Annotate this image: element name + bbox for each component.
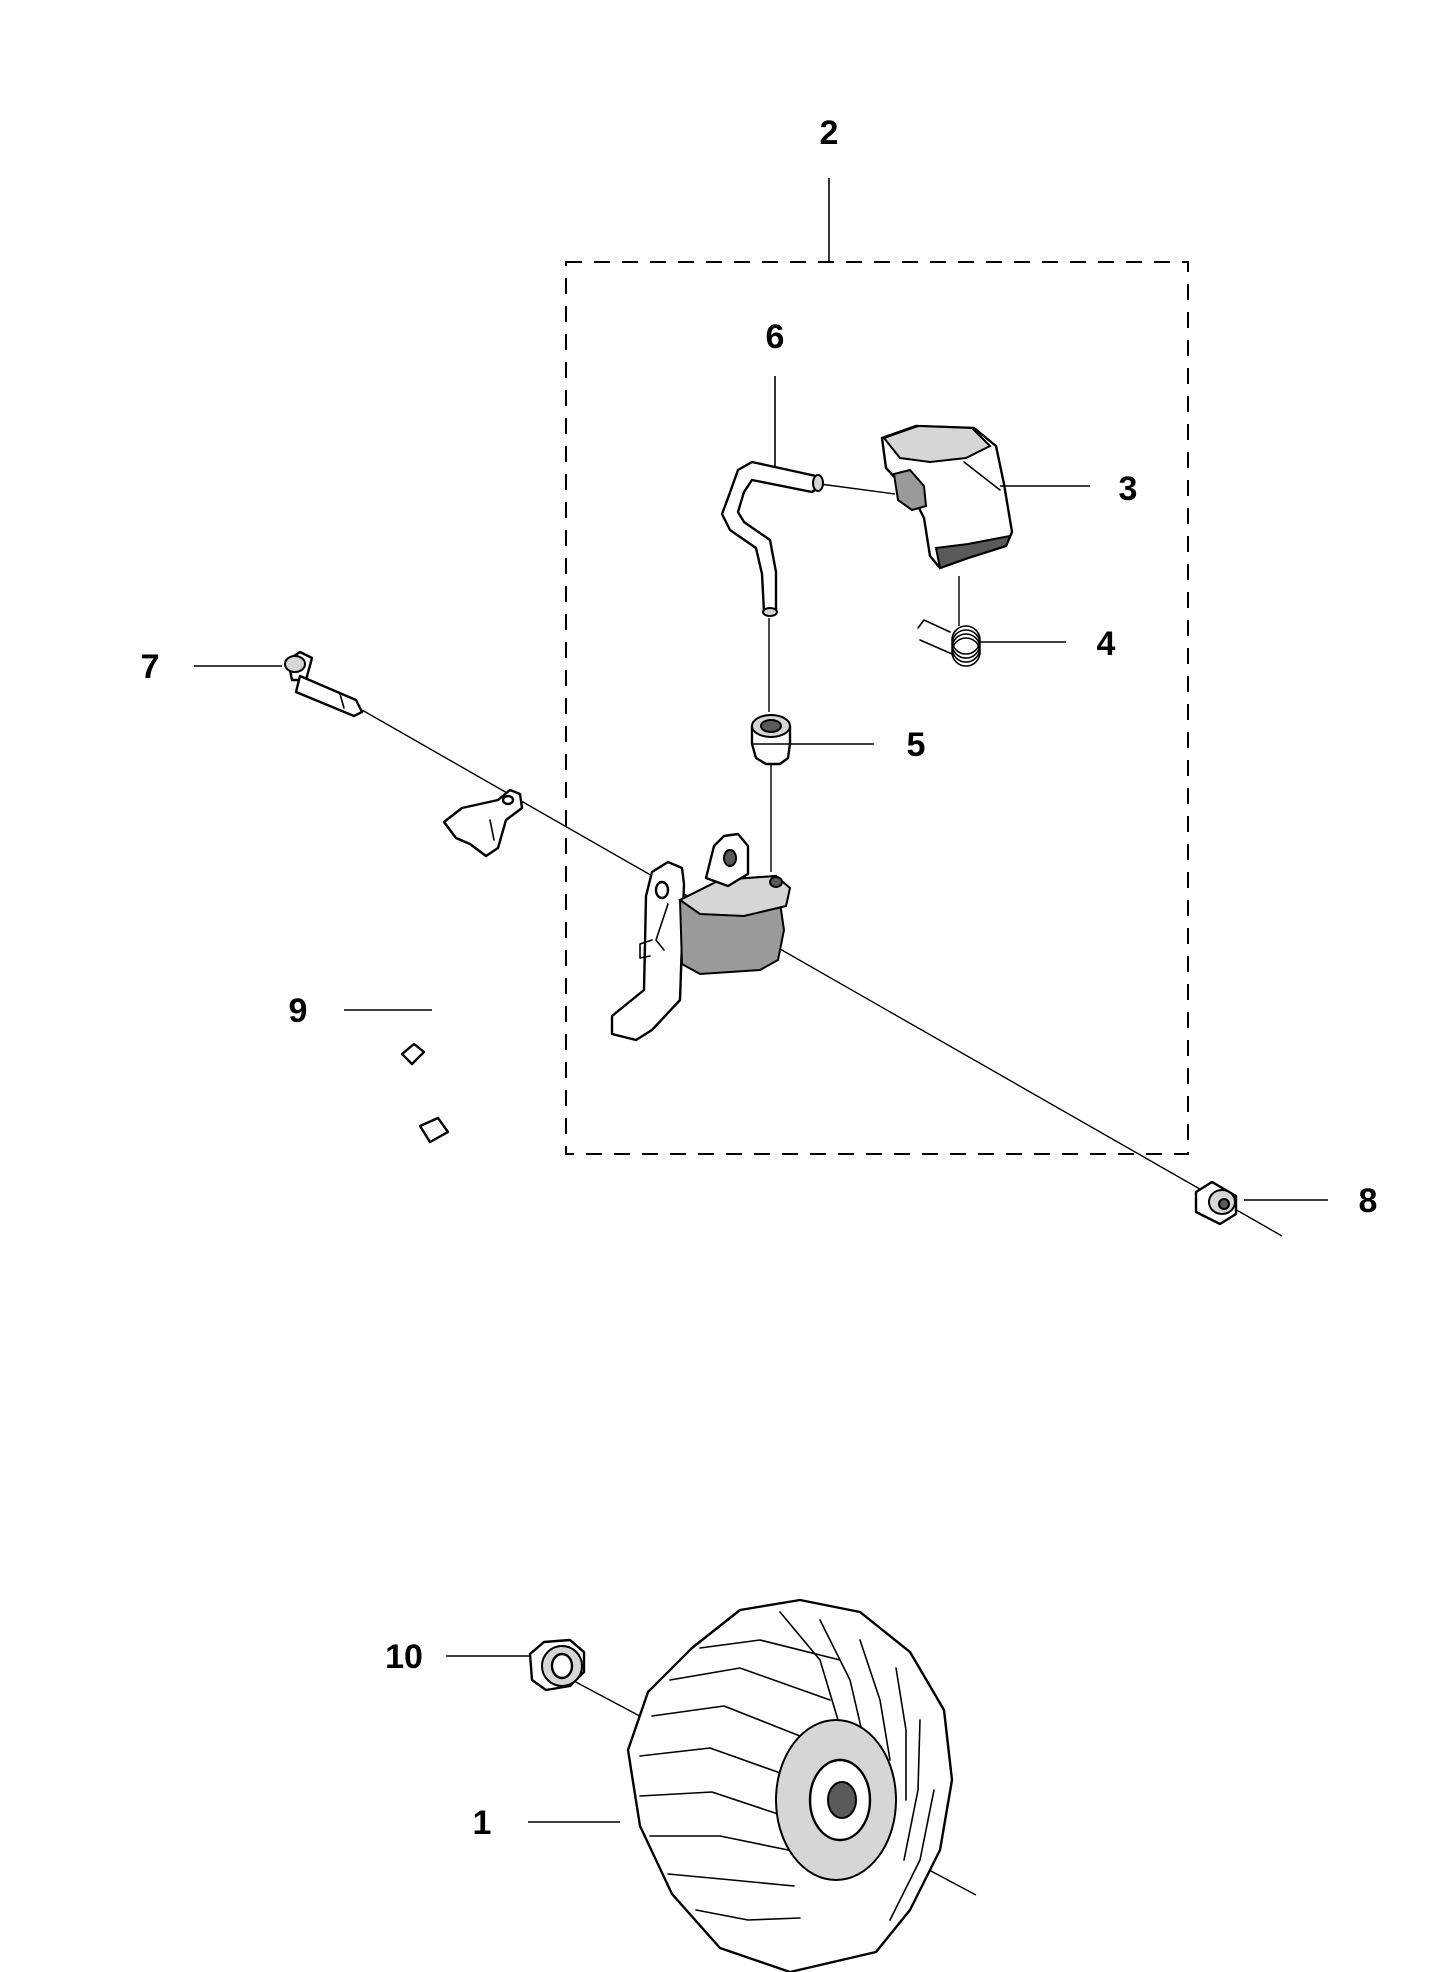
part-3-stop-lever (880, 424, 1014, 570)
part-10-flange-nut (528, 1638, 586, 1692)
callout-7: 7 (141, 648, 160, 686)
part-7-bolt (284, 650, 364, 718)
part-4-torsion-spring (917, 619, 981, 667)
axis-pin-to-lever (819, 483, 896, 495)
callout-10: 10 (385, 1638, 423, 1676)
assembly-group-box (565, 261, 1189, 1155)
callout-4: 4 (1097, 625, 1116, 663)
part-6-switch-pin (720, 460, 824, 617)
callout-1: 1 (473, 1804, 492, 1842)
part-2-ignition-coil (610, 832, 792, 1042)
part-9-cable (374, 788, 606, 1304)
assembly-axis-line (361, 709, 1283, 1237)
callout-3: 3 (1119, 470, 1138, 508)
callout-5: 5 (907, 726, 926, 764)
part-5-bushing (750, 714, 792, 766)
callout-6: 6 (766, 318, 785, 356)
callout-8: 8 (1359, 1182, 1378, 1220)
part-1-flywheel (626, 1598, 954, 1972)
callout-2: 2 (820, 114, 839, 152)
callout-9: 9 (289, 992, 308, 1030)
part-8-spacer (1194, 1180, 1238, 1226)
